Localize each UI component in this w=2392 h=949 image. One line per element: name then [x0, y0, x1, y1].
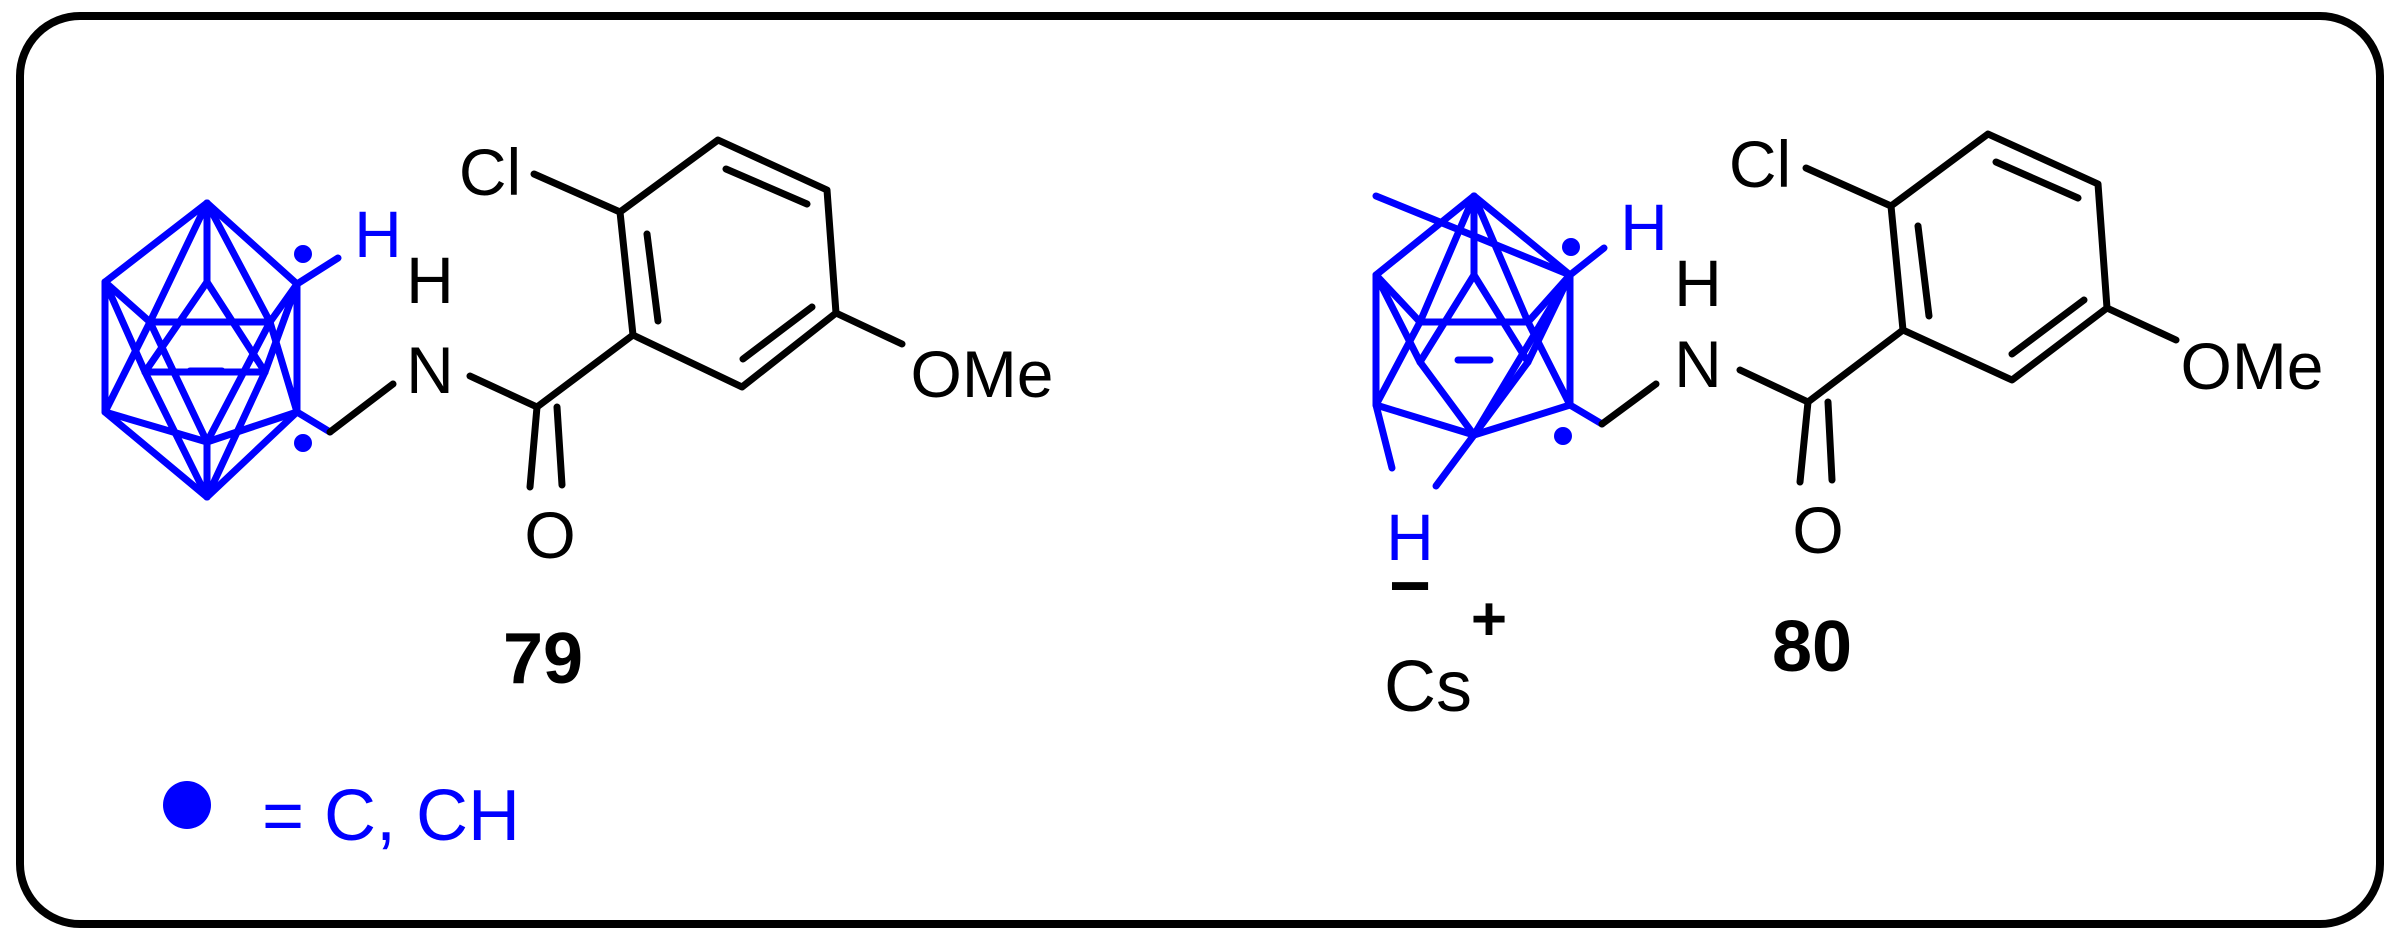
- atom-nh-h-79: H: [406, 243, 454, 317]
- compound-79: H Cl H N O OMe 79: [101, 135, 1054, 699]
- atom-cl-80: Cl: [1729, 127, 1791, 201]
- legend-dot-icon: [163, 781, 211, 829]
- cage-carbon-dot-80-bottom: [1554, 427, 1572, 445]
- bonds-79: [326, 136, 906, 491]
- carborane-cage-79: [101, 199, 342, 501]
- atom-o-80: O: [1792, 493, 1843, 567]
- atom-nh-h-80: H: [1674, 246, 1722, 320]
- atom-n-80: N: [1674, 327, 1722, 401]
- atom-ome-79: OMe: [910, 337, 1053, 411]
- atom-cl-79: Cl: [459, 135, 521, 209]
- frame-border: [16, 12, 2384, 928]
- cage-carbon-dot-79-top: [294, 245, 312, 263]
- atom-h-cage-80: H: [1620, 190, 1668, 264]
- atom-ome-80: OMe: [2180, 329, 2323, 403]
- legend: = C, CH: [163, 776, 520, 856]
- compound-80: H H − Cs + Cl H N O OMe 80: [1372, 127, 2324, 727]
- atom-n-79: N: [406, 333, 454, 407]
- atom-h-bridge-80: H: [1386, 500, 1434, 574]
- bonds-80: [1598, 130, 2180, 486]
- legend-text: = C, CH: [262, 776, 520, 856]
- carborane-cage-80: [1372, 192, 1608, 490]
- charge-minus-80: −: [1389, 546, 1431, 626]
- compound-number-79: 79: [503, 619, 583, 699]
- compound-number-80: 80: [1772, 607, 1852, 687]
- cage-carbon-dot-80-top: [1562, 238, 1580, 256]
- counter-ion-cs: Cs: [1384, 647, 1472, 727]
- atom-h-cage-79: H: [354, 197, 402, 271]
- cage-carbon-dot-79-bottom: [294, 434, 312, 452]
- charge-plus-80: +: [1471, 585, 1507, 654]
- atom-o-79: O: [524, 498, 575, 572]
